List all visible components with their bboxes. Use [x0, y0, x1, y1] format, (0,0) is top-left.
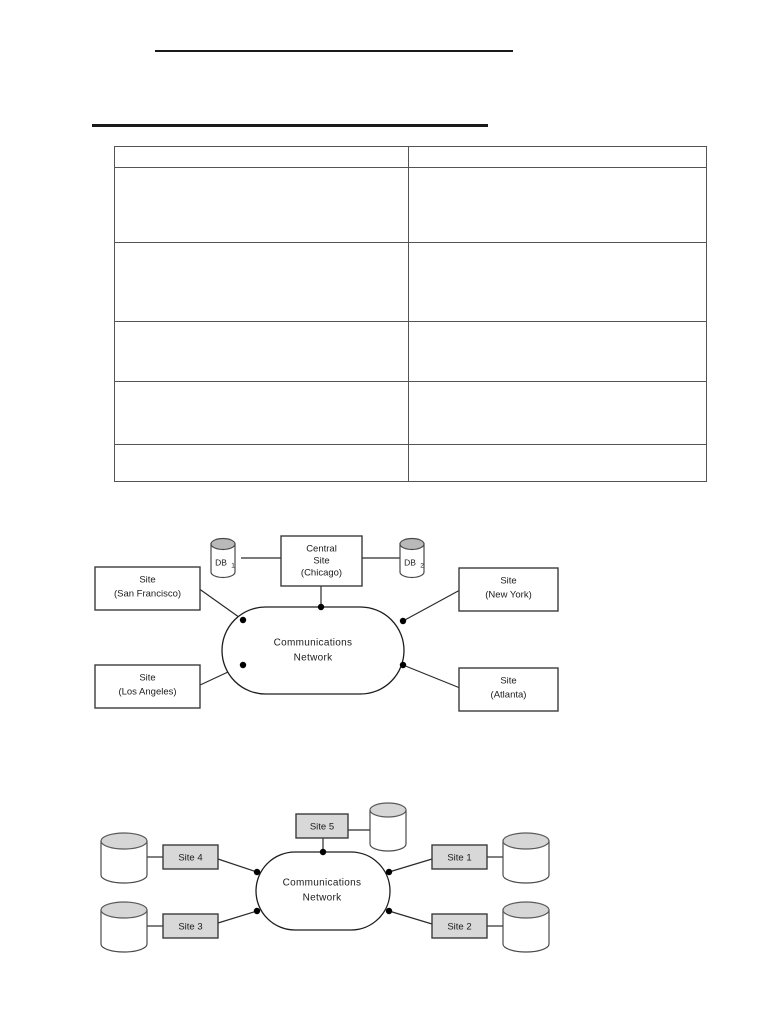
- central-site-network-diagram: Communications Network Central Site (Chi…: [0, 508, 768, 738]
- site-3-label: Site 3: [178, 922, 202, 933]
- table-cell: [114, 444, 409, 482]
- link-network-atlanta: [402, 664, 461, 689]
- central-site-line3: (Chicago): [301, 568, 342, 579]
- network-label-line1: Communications: [283, 878, 362, 889]
- network-connection-dot: [399, 661, 407, 669]
- table-header-row: [114, 146, 707, 168]
- network-connection-dot: [399, 617, 407, 625]
- table-row: [114, 381, 707, 445]
- table-cell: [114, 167, 409, 243]
- network-connection-dot: [385, 868, 393, 876]
- network-connection-dot: [317, 603, 325, 611]
- db1-subscript: 1: [231, 563, 235, 570]
- network-label-line2: Network: [303, 893, 342, 904]
- link-network-newyork: [402, 589, 461, 622]
- table-cell: [408, 444, 707, 482]
- site-atlanta-line1: Site: [500, 676, 516, 687]
- top-rule: [155, 50, 513, 52]
- link-site3-network: [217, 910, 258, 924]
- site-new-york-line1: Site: [500, 576, 516, 587]
- database-cylinder-db1: DB 1: [210, 537, 236, 579]
- site-new-york-line2: (New York): [485, 590, 531, 601]
- table-row: [114, 321, 707, 382]
- site-san-francisco-line1: Site: [139, 575, 155, 586]
- site-2-label: Site 2: [447, 922, 471, 933]
- table-row: [114, 444, 707, 482]
- site-atlanta-line2: (Atlanta): [491, 690, 527, 701]
- table-cell: [408, 167, 707, 243]
- site-box-1[interactable]: [431, 844, 488, 870]
- site-box-3[interactable]: [162, 913, 219, 939]
- link-network-site1: [388, 858, 433, 873]
- database-cylinder-db2: DB 2: [399, 537, 425, 579]
- database-cylinder-site2: [502, 901, 550, 953]
- table-header-cell-1: [114, 146, 409, 168]
- communications-network-shape: [221, 606, 405, 695]
- link-sanfrancisco-network: [197, 587, 244, 621]
- site-box-2[interactable]: [431, 913, 488, 939]
- site-box-atlanta[interactable]: [458, 667, 559, 712]
- central-site-line2: Site: [313, 556, 329, 567]
- site-san-francisco-line2: (San Francisco): [114, 589, 181, 600]
- table-cell: [114, 321, 409, 382]
- db2-label: DB: [404, 557, 416, 567]
- site-1-label: Site 1: [447, 853, 471, 864]
- database-cylinder-site1: [502, 832, 550, 884]
- network-connection-dot: [253, 907, 261, 915]
- network-connection-dot: [319, 848, 327, 856]
- link-network-site2: [388, 910, 433, 925]
- link-site4-network: [217, 858, 258, 873]
- site-box-los-angeles[interactable]: [94, 664, 201, 709]
- network-label-line2: Network: [294, 653, 333, 664]
- network-connection-dot: [239, 616, 247, 624]
- network-connection-dot: [253, 868, 261, 876]
- table-row: [114, 242, 707, 322]
- site-los-angeles-line2: (Los Angeles): [118, 687, 176, 698]
- table-cell: [408, 381, 707, 445]
- site-box-5[interactable]: [295, 813, 349, 839]
- db2-subscript: 2: [420, 563, 424, 570]
- communications-network-shape: [255, 851, 391, 931]
- site-box-san-francisco[interactable]: [94, 566, 201, 611]
- content-table: [114, 146, 707, 482]
- site-box-new-york[interactable]: [458, 567, 559, 612]
- table-cell: [114, 381, 409, 445]
- table-row: [114, 167, 707, 243]
- table-header-cell-2: [408, 146, 707, 168]
- table-cell: [114, 242, 409, 322]
- database-cylinder-site5: [369, 802, 407, 852]
- network-connection-dot: [385, 907, 393, 915]
- db1-label: DB: [215, 557, 227, 567]
- site-los-angeles-line1: Site: [139, 673, 155, 684]
- site-5-label: Site 5: [310, 822, 334, 833]
- database-cylinder-site4: [100, 832, 148, 884]
- table-cell: [408, 242, 707, 322]
- network-connection-dot: [239, 661, 247, 669]
- network-label-line1: Communications: [274, 638, 353, 649]
- site-box-4[interactable]: [162, 844, 219, 870]
- central-site-box[interactable]: [280, 535, 363, 587]
- section-rule: [92, 124, 488, 127]
- peer-site-network-diagram: Communications Network Site 5 Site 4: [0, 780, 768, 990]
- database-cylinder-site3: [100, 901, 148, 953]
- central-site-line1: Central: [306, 544, 337, 555]
- table-cell: [408, 321, 707, 382]
- site-4-label: Site 4: [178, 853, 202, 864]
